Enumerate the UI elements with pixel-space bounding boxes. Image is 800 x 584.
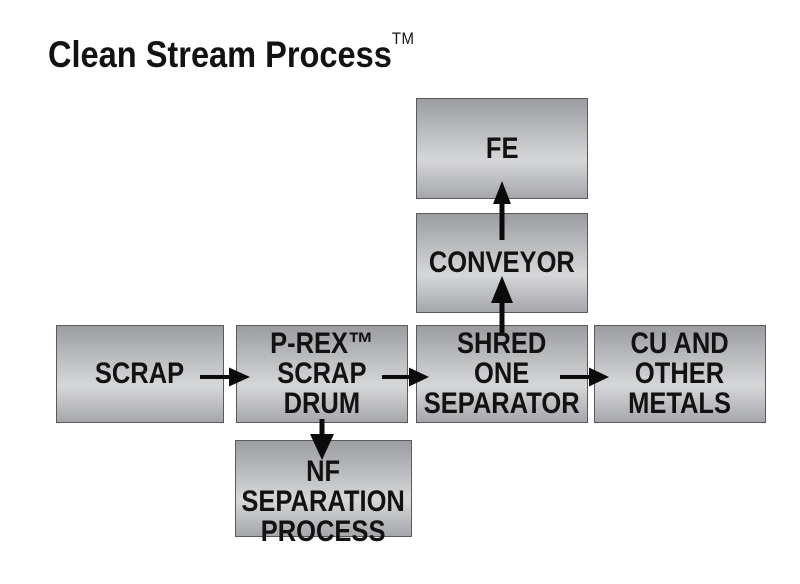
title-text: Clean Stream Process [48, 34, 392, 75]
node-nf-separation-process-label: NF SEPARATION PROCESS [241, 454, 406, 548]
node-nf-separation-process: NF SEPARATION PROCESS [235, 440, 412, 546]
page-title-inner: Clean Stream ProcessTM [48, 30, 414, 75]
node-scrap: SCRAP [56, 325, 224, 423]
node-cu-other-metals: CU AND OTHER METALS [594, 325, 766, 423]
node-prex-scrap-drum-label: P-REX™ SCRAP DRUM [270, 327, 374, 420]
node-prex-scrap-drum: P-REX™ SCRAP DRUM [236, 325, 408, 423]
node-shred-one-separator: SHRED ONE SEPARATOR [416, 325, 588, 423]
node-scrap-label: SCRAP [95, 357, 185, 390]
node-shred-one-separator-label: SHRED ONE SEPARATOR [424, 327, 580, 420]
node-cu-other-metals-label: CU AND OTHER METALS [628, 327, 732, 420]
page-title: Clean Stream ProcessTM [48, 30, 464, 75]
node-conveyor-label: CONVEYOR [429, 246, 575, 279]
node-conveyor: CONVEYOR [416, 213, 588, 313]
node-fe: FE [416, 98, 588, 199]
node-fe-label: FE [485, 131, 519, 165]
title-trademark: TM [391, 29, 415, 48]
